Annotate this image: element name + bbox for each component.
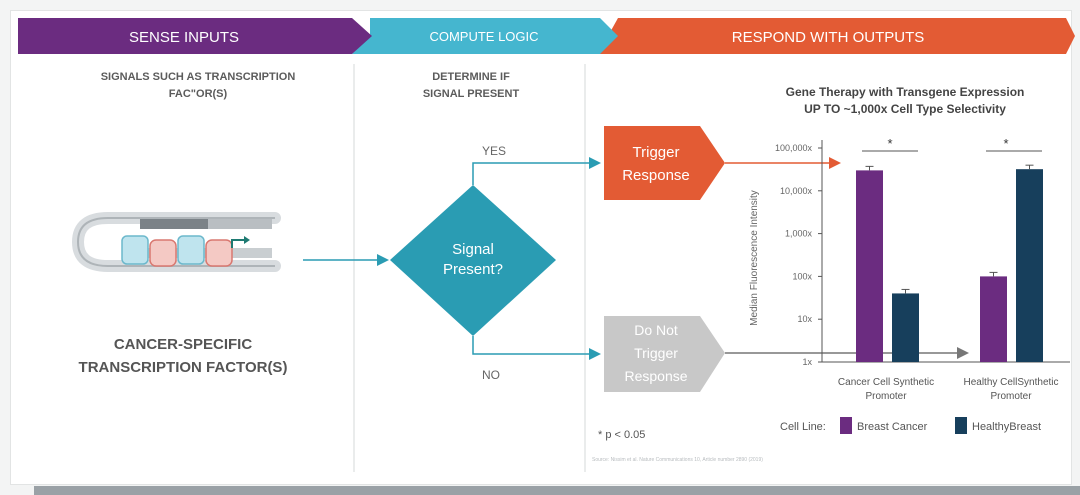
- y-tick-label: 1x: [802, 357, 812, 367]
- bar-healthy-breast-cancer-promoter: [892, 293, 919, 362]
- notrigger-line3: Response: [624, 368, 687, 384]
- legend-swatch-healthy-breast: [955, 417, 967, 434]
- footnote-pvalue: * p < 0.05: [598, 429, 645, 441]
- bar-breast-cancer-cancer-promoter: [856, 170, 883, 362]
- diamond-label-line2: Present?: [443, 261, 503, 278]
- transcription-factor-icon: [121, 235, 233, 267]
- legend-swatch-breast-cancer: [840, 417, 852, 434]
- notrigger-line2: Trigger: [634, 345, 678, 361]
- sense-bottom-line2: TRANSCRIPTION FACTOR(S): [79, 359, 288, 376]
- legend-title: Cell Line:: [780, 421, 826, 433]
- sense-caption-line1: SIGNALS SUCH AS TRANSCRIPTION: [101, 71, 296, 83]
- yes-branch-arrow: [472, 157, 601, 185]
- significance-star-cancer: *: [887, 136, 892, 151]
- chart-title: Gene Therapy with Transgene Expression: [786, 85, 1025, 99]
- x-category-label: Cancer Cell Synthetic: [838, 377, 934, 388]
- source-citation: Source: Nissim et al. Nature Communicati…: [592, 457, 763, 463]
- bottom-divider-bar: [34, 486, 1080, 495]
- diamond-label-line1: Signal: [452, 241, 494, 258]
- trigger-response-shape: [604, 126, 725, 200]
- trigger-line2: Response: [622, 167, 690, 184]
- y-tick-label: 10,000x: [780, 186, 813, 196]
- compute-caption-line2: SIGNAL PRESENT: [423, 88, 520, 100]
- signal-present-decision-diamond: [390, 185, 556, 336]
- trigger-line1: Trigger: [633, 144, 680, 161]
- y-tick-label: 100x: [792, 271, 812, 281]
- notrigger-line1: Do Not: [634, 322, 678, 338]
- x-category-label: Promoter: [990, 391, 1032, 402]
- significance-star-healthy: *: [1003, 136, 1008, 151]
- sense-caption-line2: FAC"OR(S): [169, 88, 228, 100]
- header-stage-respond: [18, 18, 372, 54]
- header-respond-label: RESPOND WITH OUTPUTS: [732, 29, 925, 46]
- header-sense-label: SENSE INPUTS: [129, 29, 239, 46]
- x-category-label: Healthy CellSynthetic: [963, 377, 1058, 388]
- y-tick-label: 1,000x: [785, 229, 813, 239]
- no-branch-arrow: [472, 336, 601, 360]
- no-label: NO: [482, 368, 500, 382]
- chart-subtitle: UP TO ~1,000x Cell Type Selectivity: [804, 102, 1006, 116]
- legend-label-healthy-breast: HealthyBreast: [972, 421, 1041, 433]
- sense-bottom-line1: CANCER-SPECIFIC: [114, 336, 253, 353]
- header-compute-label: COMPUTE LOGIC: [429, 29, 538, 44]
- header-stage-compute: [352, 18, 618, 54]
- yes-label: YES: [482, 144, 506, 158]
- x-category-label: Promoter: [865, 391, 907, 402]
- dna-hairpin-icon: [71, 212, 281, 272]
- header-stage-sense: [598, 18, 1075, 54]
- compute-caption-line1: DETERMINE IF: [432, 71, 510, 83]
- legend-label-breast-cancer: Breast Cancer: [857, 421, 928, 433]
- y-tick-label: 10x: [797, 314, 812, 324]
- y-tick-label: 100,000x: [775, 143, 813, 153]
- no-trigger-response-shape: [604, 316, 725, 392]
- chart-y-axis-label: Median Fluorescence Intensity: [749, 190, 760, 326]
- bar-healthy-breast-healthy-promoter: [1016, 169, 1043, 362]
- bar-breast-cancer-healthy-promoter: [980, 276, 1007, 362]
